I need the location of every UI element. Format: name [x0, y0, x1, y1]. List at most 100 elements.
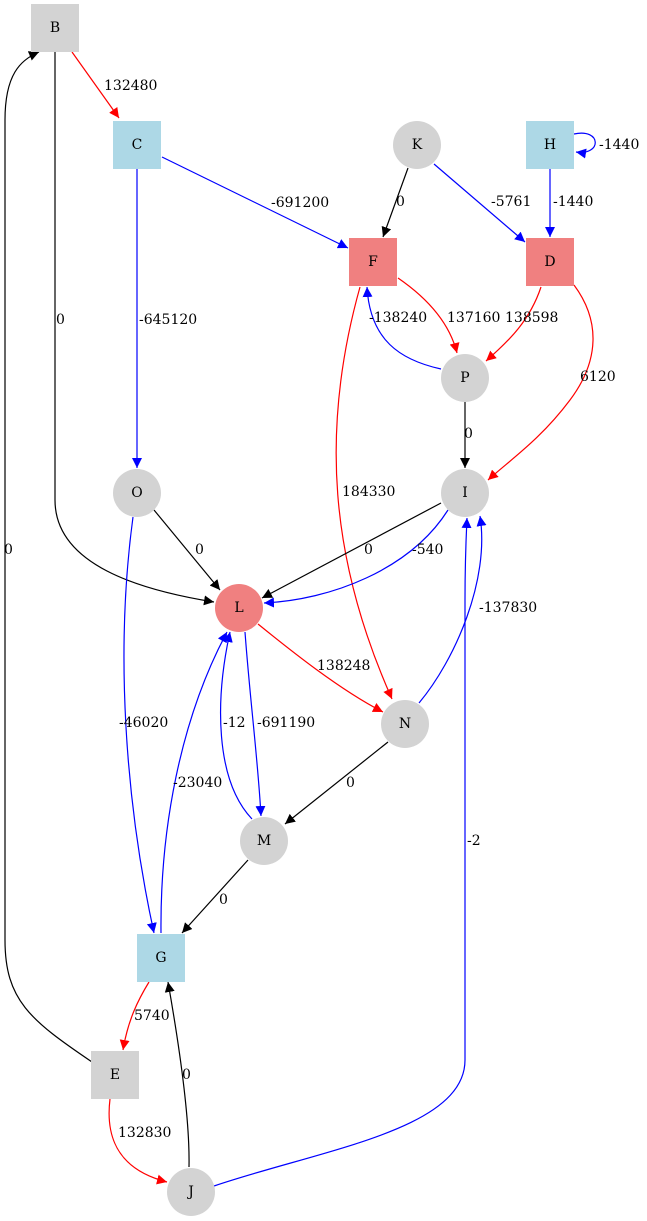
edge-label-k-f: 0	[396, 194, 405, 210]
edge-label-f-n: 184330	[342, 484, 395, 500]
node-e: E	[91, 1051, 139, 1099]
node-p: P	[441, 354, 489, 402]
node-k-label: K	[412, 137, 423, 153]
node-f-shape	[349, 238, 397, 286]
node-e-shape	[91, 1051, 139, 1099]
node-g-shape	[137, 934, 185, 982]
edge-b-c	[71, 51, 120, 119]
node-c-shape	[113, 121, 161, 169]
node-i-shape	[441, 469, 489, 517]
edge-f-n	[335, 286, 393, 700]
edge-d-i	[487, 284, 594, 481]
edge-label-e-b: 0	[4, 542, 13, 558]
edge-n-i	[418, 515, 487, 704]
node-g-label: G	[155, 950, 166, 966]
node-l-label: L	[234, 600, 243, 616]
node-l: L	[215, 584, 263, 632]
edge-label-f-p: 137160	[447, 310, 500, 326]
edge-label-p-i: 0	[464, 426, 473, 442]
edge-label-b-c: 132480	[104, 78, 157, 94]
node-b-label: B	[50, 20, 60, 36]
edge-label-l-n: 138248	[317, 658, 370, 674]
node-o-label: O	[131, 485, 142, 501]
node-e-label: E	[110, 1067, 120, 1083]
node-p-label: P	[460, 370, 469, 386]
node-f-label: F	[368, 254, 378, 270]
node-m: M	[240, 817, 288, 865]
node-h-shape	[526, 121, 574, 169]
edge-label-p-f: -138240	[369, 310, 427, 326]
edge-label-o-g: -46020	[119, 715, 168, 731]
node-m-shape	[240, 817, 288, 865]
node-j-shape	[167, 1168, 215, 1216]
node-n: N	[381, 700, 429, 748]
edge-e-j	[108, 1098, 168, 1185]
node-n-shape	[381, 700, 429, 748]
edge-i-l	[263, 509, 449, 608]
node-d-label: D	[544, 254, 555, 270]
edge-j-i	[213, 517, 472, 1187]
edge-label-e-j: 132830	[118, 1125, 171, 1141]
edge-label-b-l: 0	[56, 312, 65, 328]
node-n-label: N	[399, 716, 411, 732]
edges-layer	[4, 51, 596, 1187]
node-h: H	[526, 121, 574, 169]
edge-label-i-l: -540	[412, 542, 443, 558]
node-m-label: M	[257, 833, 271, 849]
node-o: O	[113, 469, 161, 517]
edge-label-d-p: 138598	[505, 310, 558, 326]
edge-label-d-i: 6120	[580, 369, 616, 385]
edge-label-l-m: -691190	[257, 715, 315, 731]
node-h-label: H	[544, 137, 556, 153]
node-k-shape	[393, 121, 441, 169]
node-j-label: J	[186, 1184, 194, 1200]
edge-label-c-o: -645120	[139, 312, 197, 328]
edge-c-f	[161, 156, 349, 249]
edge-labels-layer: 1324800-691200-6451200-5761-1440-1440137…	[4, 78, 639, 1141]
edge-k-d	[433, 163, 526, 243]
edge-p-f	[362, 286, 442, 370]
node-g: G	[137, 934, 185, 982]
edge-l-m	[244, 631, 266, 817]
edge-k-f	[381, 167, 409, 238]
node-f: F	[349, 238, 397, 286]
node-c-label: C	[132, 137, 143, 153]
edge-g-e	[119, 981, 150, 1051]
edge-d-p	[485, 286, 542, 362]
edge-o-l	[153, 509, 221, 591]
edge-m-l	[220, 631, 253, 820]
nodes-layer: B C K H F D P O I L N M G E J	[31, 4, 574, 1216]
node-d: D	[526, 238, 574, 286]
edge-o-g	[123, 516, 157, 934]
edge-label-i-l: 0	[364, 542, 373, 558]
edge-label-c-f: -691200	[271, 195, 329, 211]
node-d-shape	[526, 238, 574, 286]
node-k: K	[393, 121, 441, 169]
edge-b-l	[54, 52, 215, 606]
node-i: I	[441, 469, 489, 517]
edge-label-g-e: 5740	[134, 1008, 170, 1024]
edge-label-g-l: -23040	[173, 775, 222, 791]
node-p-shape	[441, 354, 489, 402]
node-i-label: I	[462, 485, 468, 501]
edge-l-n	[257, 623, 384, 713]
node-o-shape	[113, 469, 161, 517]
edge-g-l	[160, 631, 228, 934]
edge-m-g	[181, 859, 249, 934]
edge-e-b	[4, 51, 93, 1063]
edge-label-o-l: 0	[195, 542, 204, 558]
node-j: J	[167, 1168, 215, 1216]
edge-label-h-h: -1440	[599, 137, 639, 153]
edge-label-n-i: -137830	[479, 600, 537, 616]
node-c: C	[113, 121, 161, 169]
edge-j-g	[164, 981, 190, 1168]
edge-h-h	[573, 132, 596, 159]
edge-i-l	[261, 502, 442, 599]
edge-label-j-g: 0	[182, 1067, 191, 1083]
node-b: B	[31, 4, 79, 52]
edge-f-p	[397, 277, 460, 354]
edge-label-j-i: -2	[467, 833, 481, 849]
edge-label-m-l: -12	[223, 715, 246, 731]
node-l-shape	[215, 584, 263, 632]
